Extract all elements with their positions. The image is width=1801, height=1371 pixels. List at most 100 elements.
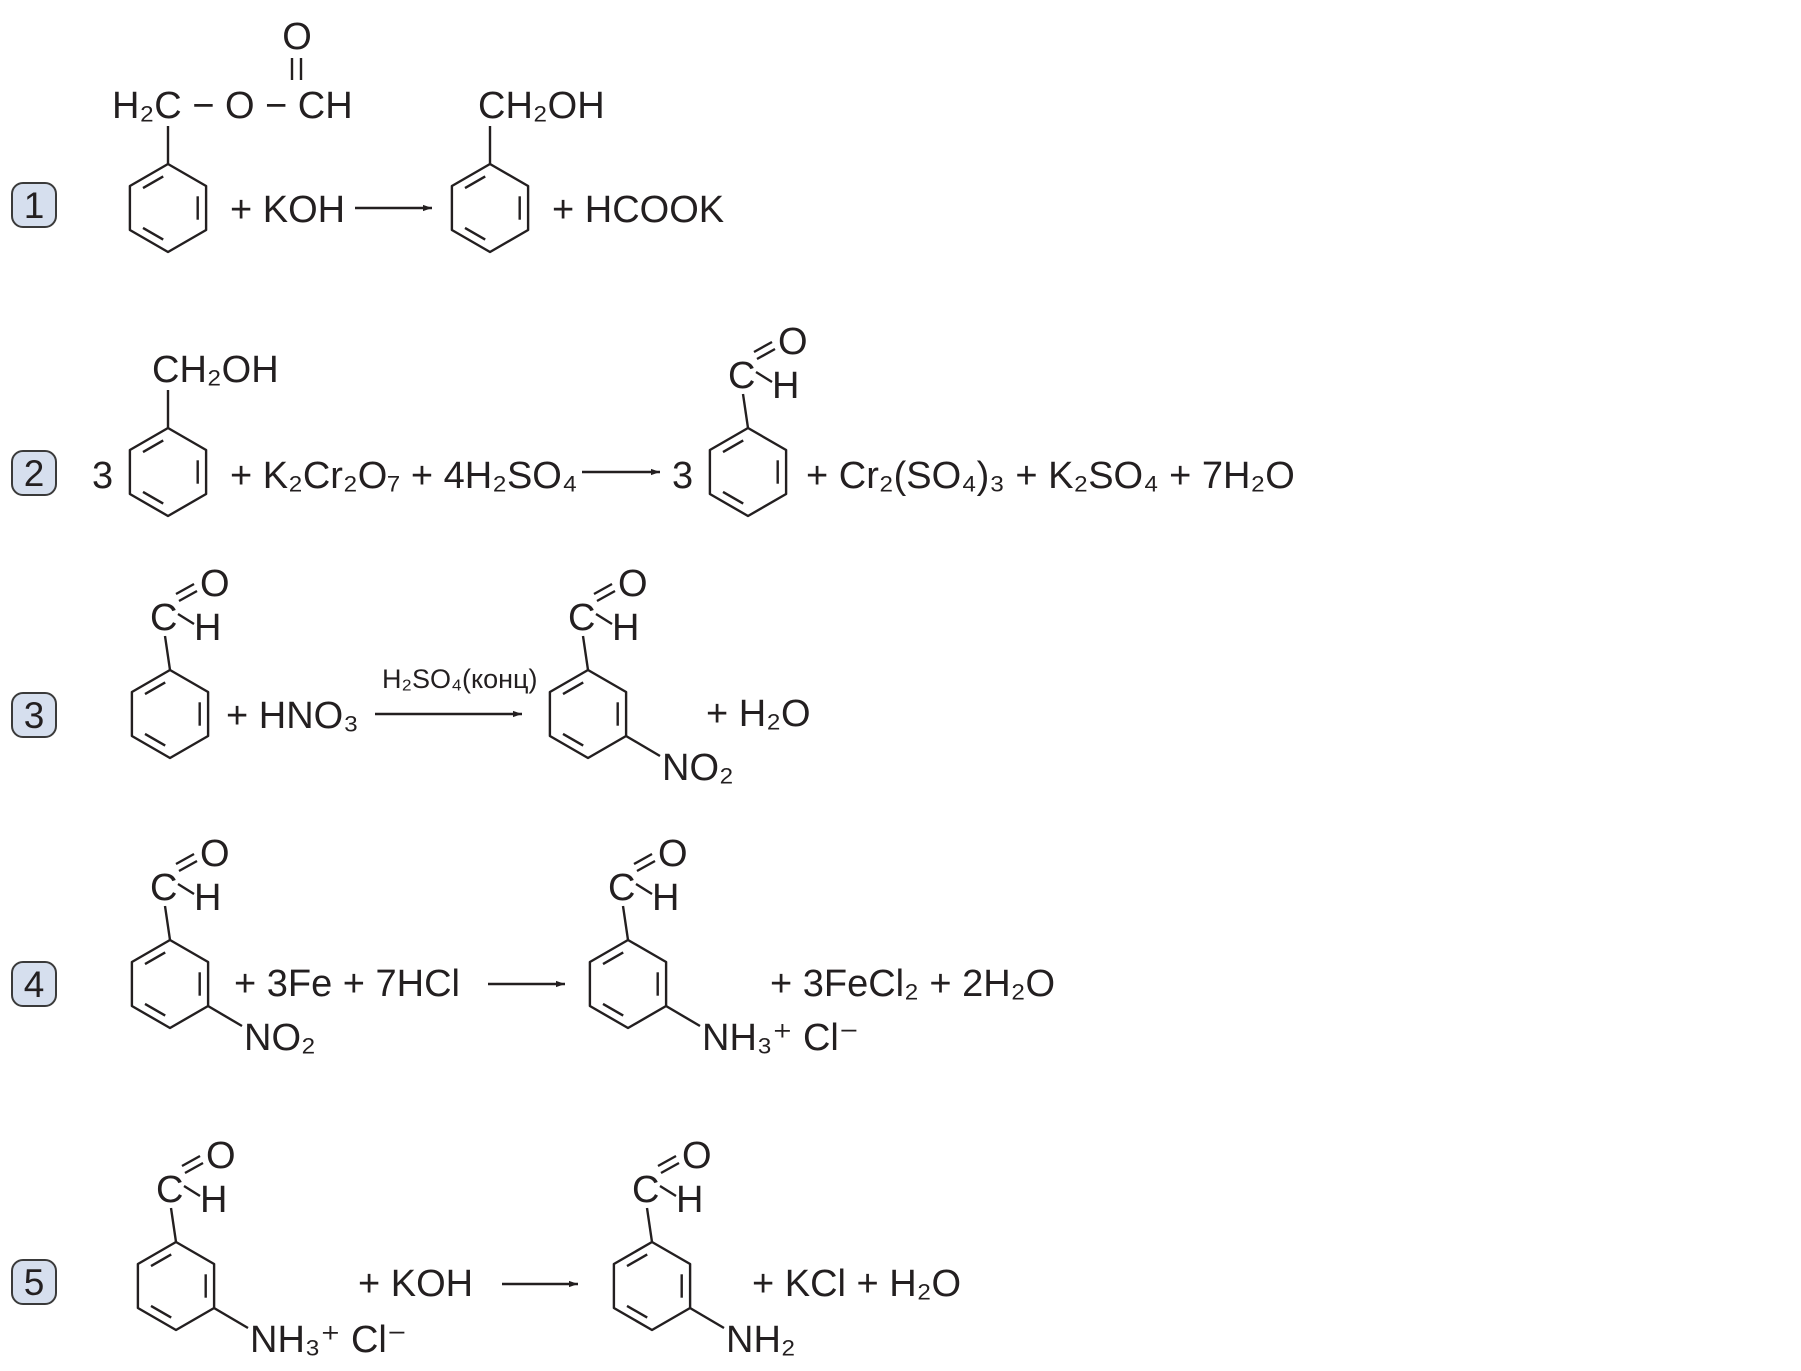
carbonyl-double-bond bbox=[178, 589, 198, 603]
oxygen-atom: O bbox=[618, 563, 648, 605]
ammonium-chloride-label: NH₃⁺ Cl⁻ bbox=[702, 1017, 859, 1059]
ester-group-label: H₂C − O − CH bbox=[112, 85, 353, 127]
byproducts-text: + Cr₂(SO₄)₃ + K₂SO₄ + 7H₂O bbox=[806, 455, 1295, 497]
carbonyl-double-bond bbox=[636, 859, 656, 873]
aldehyde-h-bond bbox=[177, 882, 195, 896]
aldehyde-bond bbox=[645, 1207, 654, 1243]
aldehyde-h-bond bbox=[177, 612, 195, 626]
ring-outline bbox=[708, 426, 788, 518]
carbon-atom: C bbox=[150, 867, 177, 909]
reaction-number: 5 bbox=[24, 1262, 45, 1303]
aldehyde-group: COH bbox=[568, 563, 648, 671]
oxygen-atom: O bbox=[682, 1135, 712, 1177]
ring-double-bond bbox=[142, 175, 164, 190]
ring-double-bond bbox=[142, 439, 164, 454]
benzene-ring bbox=[588, 938, 668, 1030]
reactant-benzyl-alcohol: CH₂OH bbox=[128, 349, 279, 518]
reagent-text: + KOH bbox=[230, 189, 345, 231]
aldehyde-h-bond bbox=[595, 612, 613, 626]
carbonyl-double-bond bbox=[756, 347, 776, 361]
reaction-number-badge bbox=[11, 692, 57, 738]
benzene-ring bbox=[612, 1240, 692, 1332]
byproducts-text: + HCOOK bbox=[552, 189, 724, 231]
benzene-ring bbox=[136, 1240, 216, 1332]
reaction-number: 4 bbox=[24, 964, 45, 1005]
benzene-ring bbox=[450, 162, 530, 254]
carbon-atom: C bbox=[608, 867, 635, 909]
carbonyl-double-bond bbox=[175, 852, 195, 866]
nitro-group-label: NO₂ bbox=[662, 747, 734, 789]
ring-outline bbox=[128, 162, 208, 254]
carbonyl-double-bond bbox=[660, 1161, 680, 1175]
aldehyde-h-bond bbox=[755, 370, 773, 384]
benzene-ring bbox=[708, 426, 788, 518]
oxygen-atom: O bbox=[200, 563, 230, 605]
aldehyde-bond bbox=[621, 905, 630, 941]
aldehyde-group: COH bbox=[632, 1135, 712, 1243]
carbon-atom: C bbox=[728, 355, 755, 397]
ring-outline bbox=[130, 938, 210, 1030]
substituent-bond bbox=[625, 734, 661, 758]
ammonium-chloride-label: NH₃⁺ Cl⁻ bbox=[250, 1319, 407, 1361]
stoichiometric-coefficient: 3 bbox=[92, 455, 113, 497]
reaction-4: 4 COH NO₂ + 3Fe + 7HCl COH NH₃⁺ Cl⁻ + 3F… bbox=[11, 833, 1055, 1059]
carbonyl-double-bond bbox=[178, 859, 198, 873]
hydrogen-atom: H bbox=[194, 607, 221, 649]
reagents-text: + K₂Cr₂O₇ + 4H₂SO₄ bbox=[230, 455, 577, 497]
product-3-formylanilinium-chloride: COH NH₃⁺ Cl⁻ bbox=[588, 833, 859, 1059]
carbonyl-double-bond bbox=[184, 1161, 204, 1175]
hydrogen-atom: H bbox=[772, 365, 799, 407]
ring-double-bond bbox=[626, 1304, 648, 1319]
reagent-text: + HNO₃ bbox=[226, 695, 359, 737]
reaction-number-badge bbox=[11, 961, 57, 1007]
aldehyde-group: COH bbox=[150, 563, 230, 671]
reaction-5: 5 COH NH₃⁺ Cl⁻ + KOH COH NH₂ + KCl + H₂O bbox=[11, 1135, 961, 1361]
aldehyde-h-bond bbox=[635, 882, 653, 896]
carbon-atom: C bbox=[632, 1169, 659, 1211]
ring-outline bbox=[548, 668, 628, 760]
carbonyl-double-bond bbox=[633, 852, 653, 866]
stoichiometric-coefficient: 3 bbox=[672, 455, 693, 497]
ring-double-bond bbox=[142, 226, 164, 241]
carbonyl-double-bond bbox=[175, 582, 195, 596]
carbon-atom: C bbox=[568, 597, 595, 639]
aldehyde-h-bond bbox=[659, 1184, 677, 1198]
product-3-aminobenzaldehyde: COH NH₂ bbox=[612, 1135, 796, 1361]
carbonyl-oxygen: O bbox=[282, 16, 312, 58]
aldehyde-group: COH bbox=[150, 833, 230, 941]
aldehyde-group: COH bbox=[608, 833, 688, 941]
ring-double-bond bbox=[562, 732, 584, 747]
reaction-3: 3 COH + HNO₃ H₂SO₄(конц) COH NO₂ + H₂O bbox=[11, 563, 811, 789]
carbonyl-double-bond bbox=[596, 589, 616, 603]
aldehyde-bond bbox=[581, 635, 590, 671]
nitro-group-label: NO₂ bbox=[244, 1017, 316, 1059]
ring-double-bond bbox=[722, 439, 744, 454]
amino-group-label: NH₂ bbox=[726, 1319, 796, 1361]
ring-outline bbox=[130, 668, 210, 760]
aldehyde-group: COH bbox=[728, 321, 808, 429]
ring-double-bond bbox=[464, 175, 486, 190]
benzene-ring bbox=[128, 426, 208, 518]
hydroxymethyl-label: CH₂OH bbox=[152, 349, 279, 391]
ring-double-bond bbox=[464, 226, 486, 241]
reaction-2: 2 3 CH₂OH + K₂Cr₂O₇ + 4H₂SO₄ 3 COH + Cr₂… bbox=[11, 321, 1295, 518]
substituent-bond bbox=[207, 1004, 243, 1028]
ring-double-bond bbox=[144, 681, 166, 696]
ring-double-bond bbox=[144, 951, 166, 966]
reactant-benzaldehyde: COH bbox=[130, 563, 230, 760]
reagent-text: + KOH bbox=[358, 1263, 473, 1305]
aldehyde-bond bbox=[169, 1207, 178, 1243]
oxygen-atom: O bbox=[206, 1135, 236, 1177]
ring-outline bbox=[136, 1240, 216, 1332]
product-benzaldehyde: COH bbox=[708, 321, 808, 518]
ring-double-bond bbox=[150, 1304, 172, 1319]
carbonyl-double-bond bbox=[181, 1154, 201, 1168]
hydrogen-atom: H bbox=[652, 877, 679, 919]
product-3-nitrobenzaldehyde: COH NO₂ bbox=[548, 563, 734, 789]
reaction-number: 1 bbox=[24, 185, 45, 226]
ring-double-bond bbox=[150, 1253, 172, 1268]
byproducts-text: + H₂O bbox=[706, 693, 811, 735]
byproducts-text: + 3FeCl₂ + 2H₂O bbox=[770, 963, 1055, 1005]
reactant-benzyl-formate: H₂C − O − CH O bbox=[112, 16, 353, 254]
